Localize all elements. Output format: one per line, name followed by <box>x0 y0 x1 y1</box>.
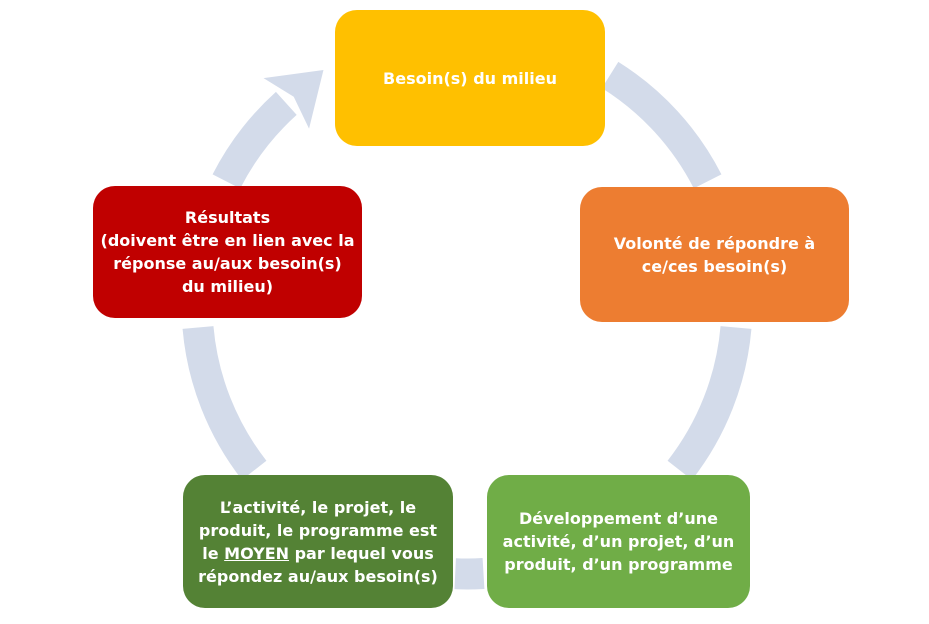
node-besoin-du-milieu: Besoin(s) du milieu <box>335 10 605 146</box>
node-resultats: Résultats (doivent être en lien avec la … <box>93 186 362 318</box>
arc-segment-moyen-to-resultats <box>182 325 267 480</box>
node-developpement: Développement d’une activité, d’un proje… <box>487 475 750 608</box>
node-volonte-label: Volonté de répondre à ce/ces besoin(s) <box>613 233 816 276</box>
node-developpement-label: Développement d’une activité, d’un proje… <box>502 509 735 574</box>
underlined-word-moyen: MOYEN <box>224 543 290 563</box>
node-volonte-de-repondre: Volonté de répondre à ce/ces besoin(s) <box>580 187 849 322</box>
node-activite-moyen: L’activité, le projet, le produit, le pr… <box>183 475 453 608</box>
flow-arrowhead-icon <box>263 69 324 129</box>
node-resultats-label: Résultats (doivent être en lien avec la … <box>100 208 355 296</box>
arc-segment-volonte-to-developpement <box>667 325 752 480</box>
node-besoin-label: Besoin(s) du milieu <box>383 68 557 88</box>
node-moyen-label: L’activité, le projet, le produit, le pr… <box>198 497 438 586</box>
arc-segment-besoin-to-volonte <box>601 61 722 189</box>
arc-segment-resultats-to-arrowhead <box>212 91 297 189</box>
